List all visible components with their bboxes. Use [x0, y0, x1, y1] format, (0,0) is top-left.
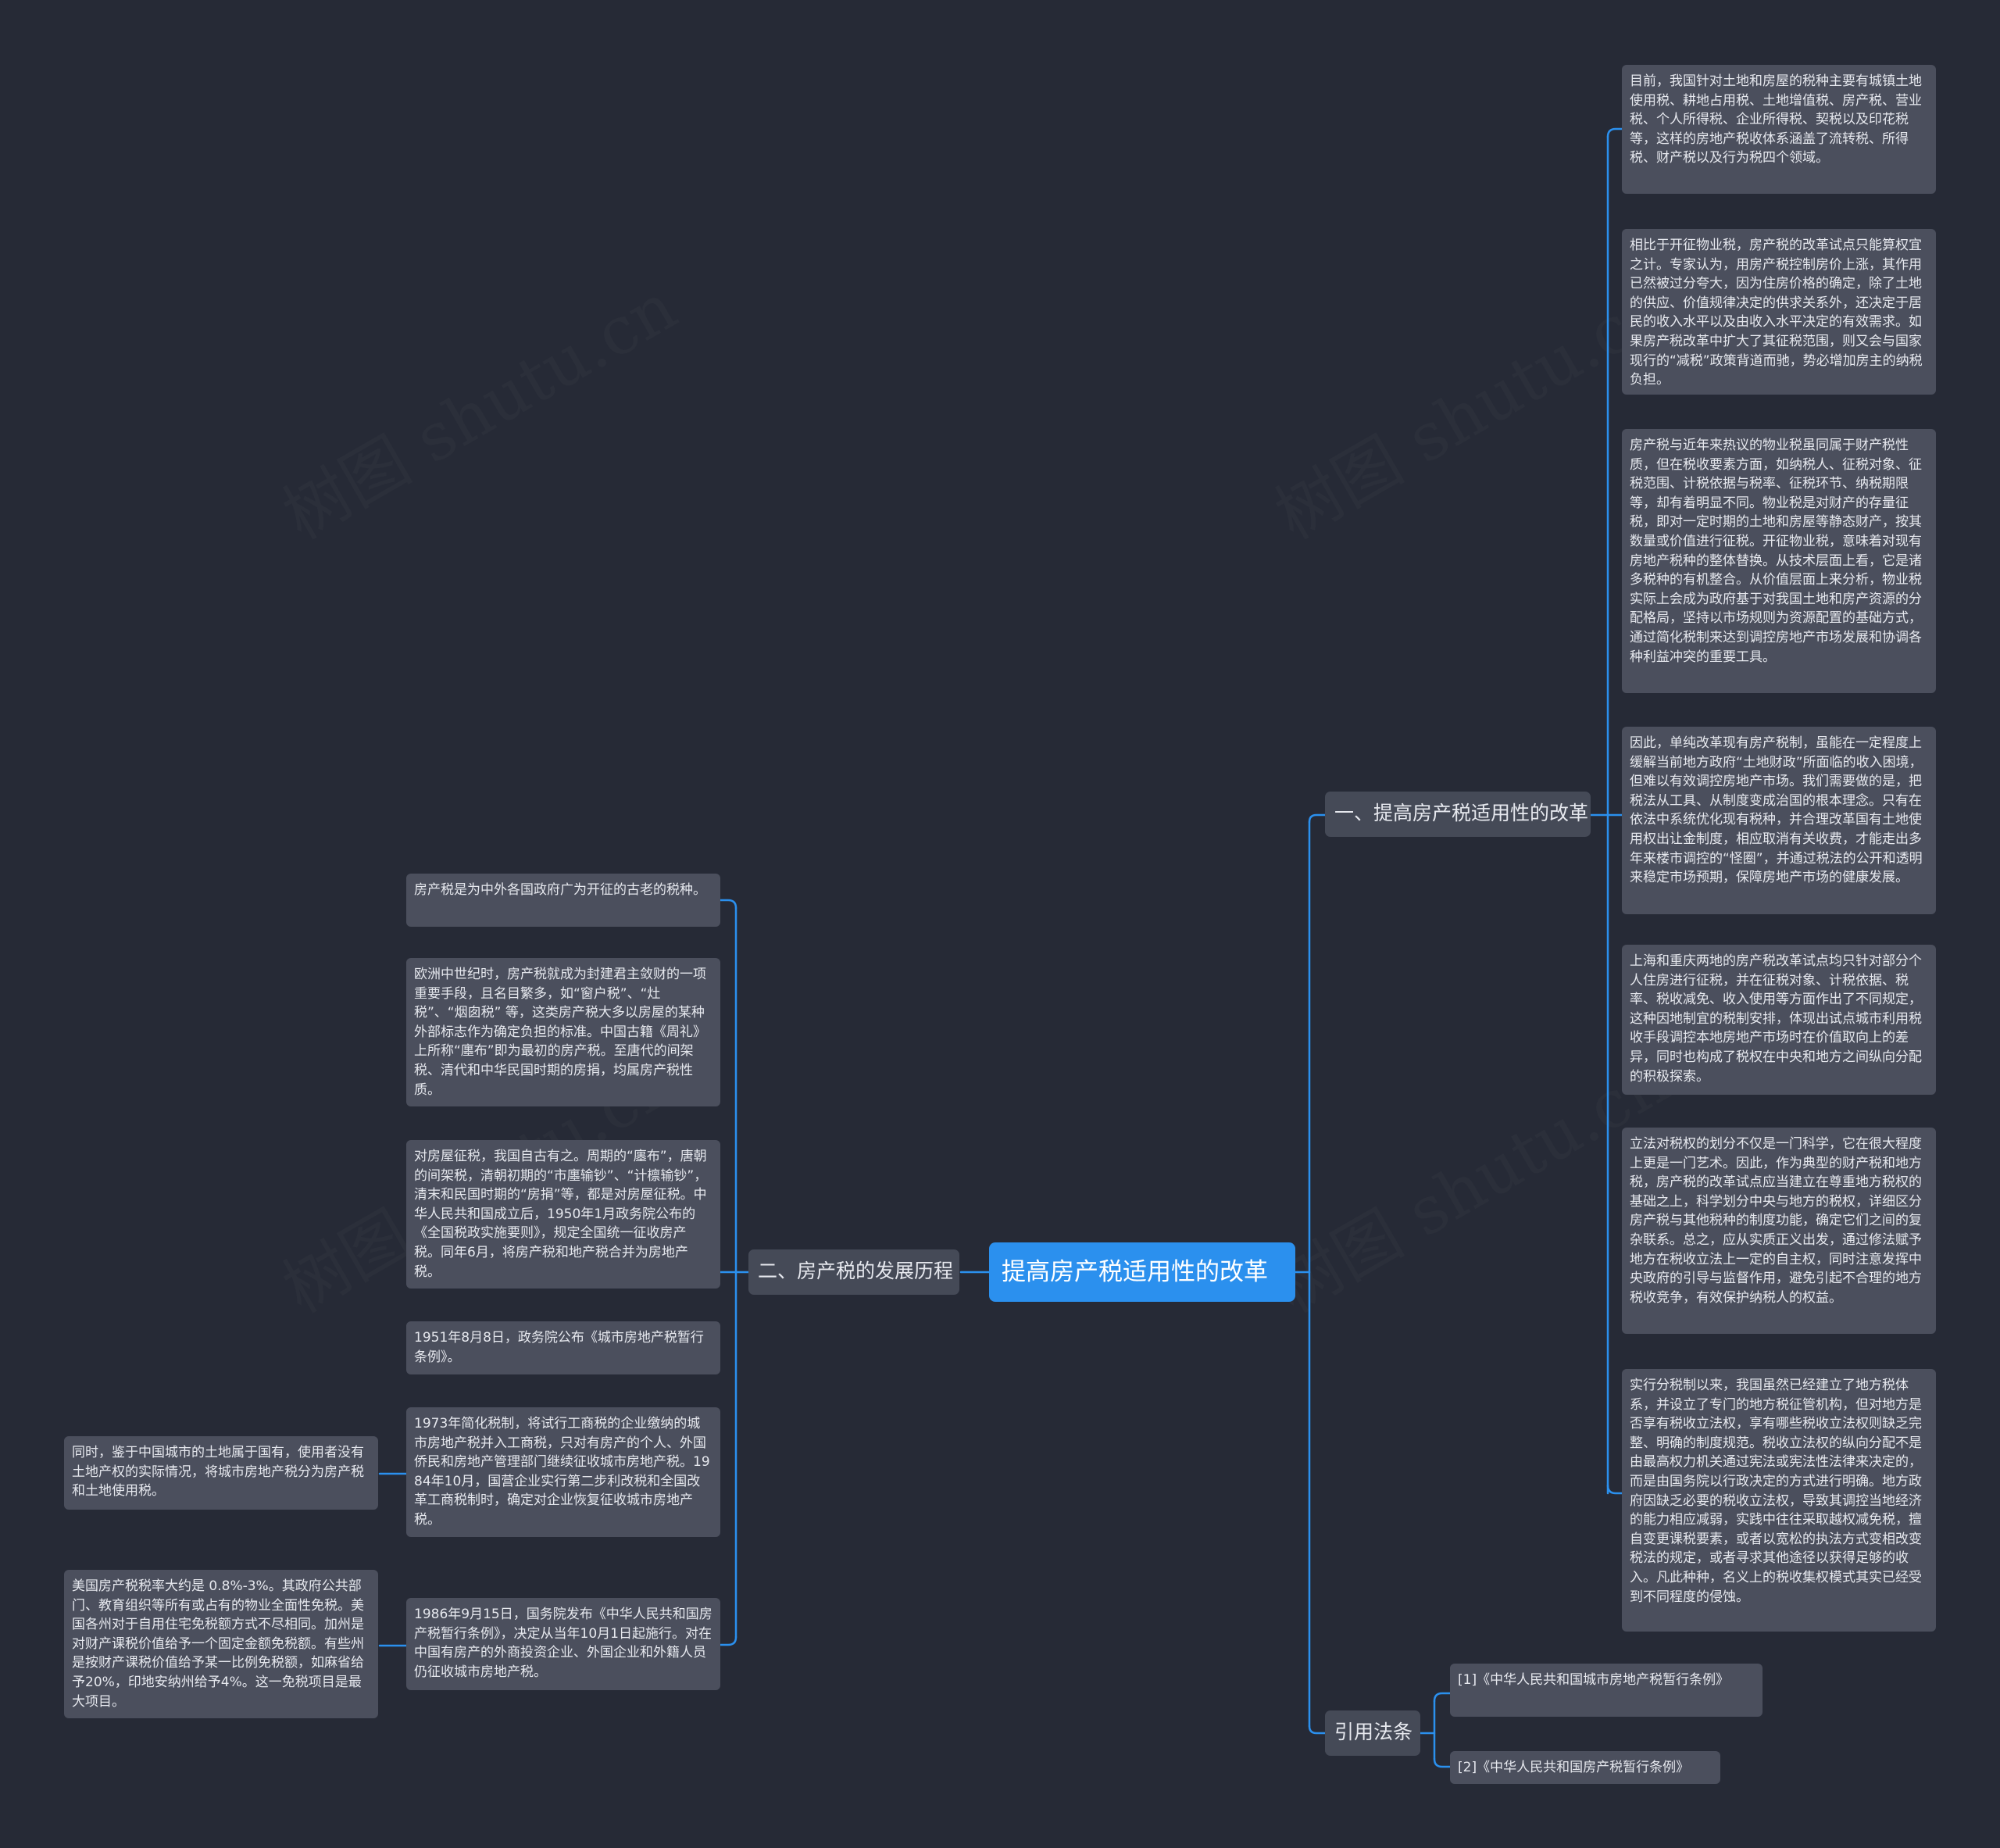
- reform-item[interactable]: 实行分税制以来，我国虽然已经建立了地方税体系，并设立了专门的地方税征管机构，但对…: [1622, 1369, 1936, 1632]
- reform-item[interactable]: 房产税与近年来热议的物业税虽同属于财产税性质，但在税收要素方面，如纳税人、征税对…: [1622, 429, 1936, 693]
- branch-reform[interactable]: 一、提高房产税适用性的改革: [1325, 792, 1591, 837]
- history-item[interactable]: 1973年简化税制，将试行工商税的企业缴纳的城市房地产税并入工商税，只对有房产的…: [406, 1407, 720, 1537]
- reform-item[interactable]: 相比于开征物业税，房产税的改革试点只能算权宜之计。专家认为，用房产税控制房价上涨…: [1622, 229, 1936, 395]
- connector: [1606, 127, 1623, 138]
- history-subitem[interactable]: 同时，鉴于中国城市的土地属于国有，使用者没有土地产权的实际情况，将城市房地产税分…: [64, 1436, 378, 1510]
- history-subitem[interactable]: 美国房产税税率大约是 0.8%-3%。其政府公共部门、教育组织等所有或占有的物业…: [64, 1570, 378, 1718]
- history-item[interactable]: 房产税是为中外各国政府广为开征的古老的税种。: [406, 874, 720, 927]
- connector: [1433, 1757, 1452, 1768]
- reform-item[interactable]: 因此，单纯改革现有房产税制，虽能在一定程度上缓解当前地方政府“土地财政”所面临的…: [1622, 727, 1936, 914]
- history-item[interactable]: 欧洲中世纪时，房产税就成为封建君主敛财的一项重要手段，且名目繁多，如“窗户税”、…: [406, 958, 720, 1106]
- reform-item[interactable]: 立法对税权的划分不仅是一门科学，它在很大程度上更是一门艺术。因此，作为典型的财产…: [1622, 1128, 1936, 1334]
- root-topic[interactable]: 提高房产税适用性的改革: [989, 1242, 1295, 1302]
- connector: [1433, 1692, 1452, 1703]
- law-item[interactable]: [2]《中华人民共和国房产税暂行条例》: [1450, 1751, 1720, 1784]
- branch-history[interactable]: 二、房产税的发展历程: [748, 1249, 959, 1295]
- reform-item[interactable]: 目前，我国针对土地和房屋的税种主要有城镇土地使用税、耕地占用税、土地增值税、房产…: [1622, 65, 1936, 194]
- branch-laws[interactable]: 引用法条: [1325, 1710, 1420, 1756]
- law-item[interactable]: [1]《中华人民共和国城市房地产税暂行条例》: [1450, 1664, 1762, 1717]
- history-item[interactable]: 1951年8月8日，政务院公布《城市房地产税暂行条例》。: [406, 1321, 720, 1374]
- connector: [719, 899, 738, 910]
- history-item[interactable]: 1986年9月15日，国务院发布《中华人民共和国房产税暂行条例》，决定从当年10…: [406, 1598, 720, 1690]
- connector: [1308, 813, 1327, 824]
- reform-item[interactable]: 上海和重庆两地的房产税改革试点均只针对部分个人住房进行征税，并在征税对象、计税依…: [1622, 945, 1936, 1095]
- connector: [719, 1635, 738, 1646]
- history-item[interactable]: 对房屋征税，我国自古有之。周期的“廛布”，唐朝的间架税，清朝初期的“市廛输钞”、…: [406, 1140, 720, 1289]
- connector: [1308, 1725, 1327, 1735]
- connector: [1606, 1484, 1623, 1495]
